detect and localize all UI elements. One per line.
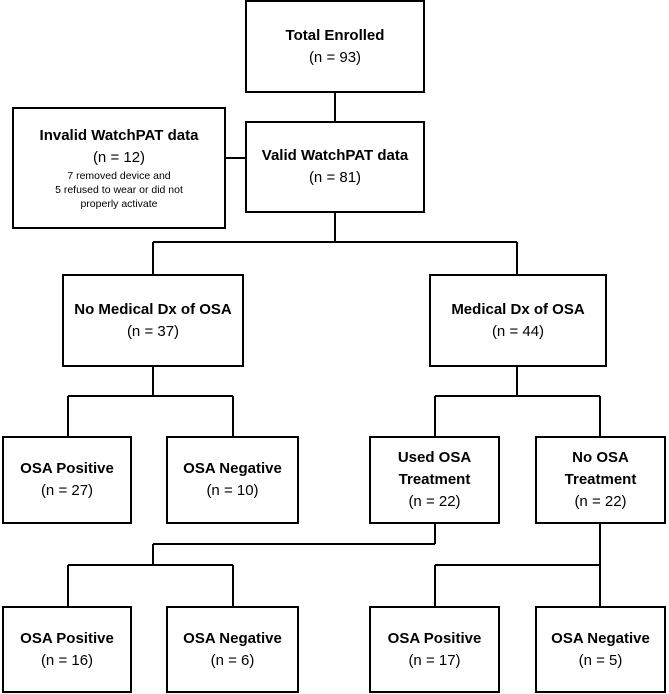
no-medical-dx-box: No Medical Dx of OSA (n = 37) bbox=[62, 274, 244, 367]
valid-watchpat-title: Valid WatchPAT data bbox=[261, 147, 409, 164]
nodx-osa-positive-count: (n = 27) bbox=[40, 482, 94, 499]
used-osa-treatment-title-1: Used OSA bbox=[397, 449, 472, 466]
no-osa-treatment-title-2: Treatment bbox=[564, 471, 637, 488]
nodx-osa-negative-box: OSA Negative (n = 10) bbox=[166, 436, 299, 524]
used-osa-positive-box: OSA Positive (n = 16) bbox=[2, 606, 132, 693]
nodx-osa-positive-title: OSA Positive bbox=[20, 460, 114, 477]
notx-osa-negative-count: (n = 5) bbox=[578, 651, 623, 669]
notx-osa-negative-title: OSA Negative bbox=[551, 629, 650, 647]
medical-dx-count: (n = 44) bbox=[491, 322, 545, 340]
notx-osa-positive-title: OSA Positive bbox=[387, 629, 482, 647]
notx-osa-negative-box: OSA Negative (n = 5) bbox=[535, 606, 666, 693]
invalid-note-line-2: 5 refused to wear or did not bbox=[55, 184, 183, 196]
no-osa-treatment-title-1: No OSA bbox=[572, 449, 629, 466]
used-osa-negative-title: OSA Negative bbox=[183, 629, 282, 647]
total-enrolled-count: (n = 93) bbox=[308, 48, 362, 66]
used-osa-positive-title: OSA Positive bbox=[20, 629, 114, 647]
no-medical-dx-title: No Medical Dx of OSA bbox=[74, 300, 232, 318]
medical-dx-title: Medical Dx of OSA bbox=[451, 300, 585, 318]
nodx-osa-positive-box: OSA Positive (n = 27) bbox=[2, 436, 132, 524]
used-osa-positive-count: (n = 16) bbox=[40, 651, 94, 669]
used-osa-treatment-count: (n = 22) bbox=[408, 493, 461, 510]
used-osa-treatment-title-2: Treatment bbox=[398, 471, 471, 488]
total-enrolled-box: Total Enrolled (n = 93) bbox=[245, 0, 425, 93]
valid-watchpat-box: Valid WatchPAT data (n = 81) bbox=[245, 121, 425, 213]
nodx-osa-negative-title: OSA Negative bbox=[183, 460, 282, 477]
invalid-watchpat-count: (n = 12) bbox=[92, 149, 146, 166]
used-osa-negative-count: (n = 6) bbox=[210, 651, 255, 669]
used-osa-treatment-box: Used OSA Treatment (n = 22) bbox=[369, 436, 500, 524]
invalid-watchpat-box: Invalid WatchPAT data (n = 12) 7 removed… bbox=[12, 107, 226, 229]
notx-osa-positive-count: (n = 17) bbox=[408, 651, 461, 669]
no-osa-treatment-count: (n = 22) bbox=[574, 493, 627, 510]
no-osa-treatment-box: No OSA Treatment (n = 22) bbox=[535, 436, 666, 524]
used-osa-negative-box: OSA Negative (n = 6) bbox=[166, 606, 299, 693]
nodx-osa-negative-count: (n = 10) bbox=[206, 482, 259, 499]
invalid-note-line-1: 7 removed device and bbox=[67, 170, 171, 182]
valid-watchpat-count: (n = 81) bbox=[308, 169, 362, 186]
invalid-watchpat-title: Invalid WatchPAT data bbox=[39, 127, 199, 144]
notx-osa-positive-box: OSA Positive (n = 17) bbox=[369, 606, 500, 693]
invalid-note-line-3: properly activate bbox=[80, 198, 158, 210]
no-medical-dx-count: (n = 37) bbox=[126, 322, 180, 340]
total-enrolled-title: Total Enrolled bbox=[285, 26, 385, 44]
medical-dx-box: Medical Dx of OSA (n = 44) bbox=[429, 274, 607, 367]
